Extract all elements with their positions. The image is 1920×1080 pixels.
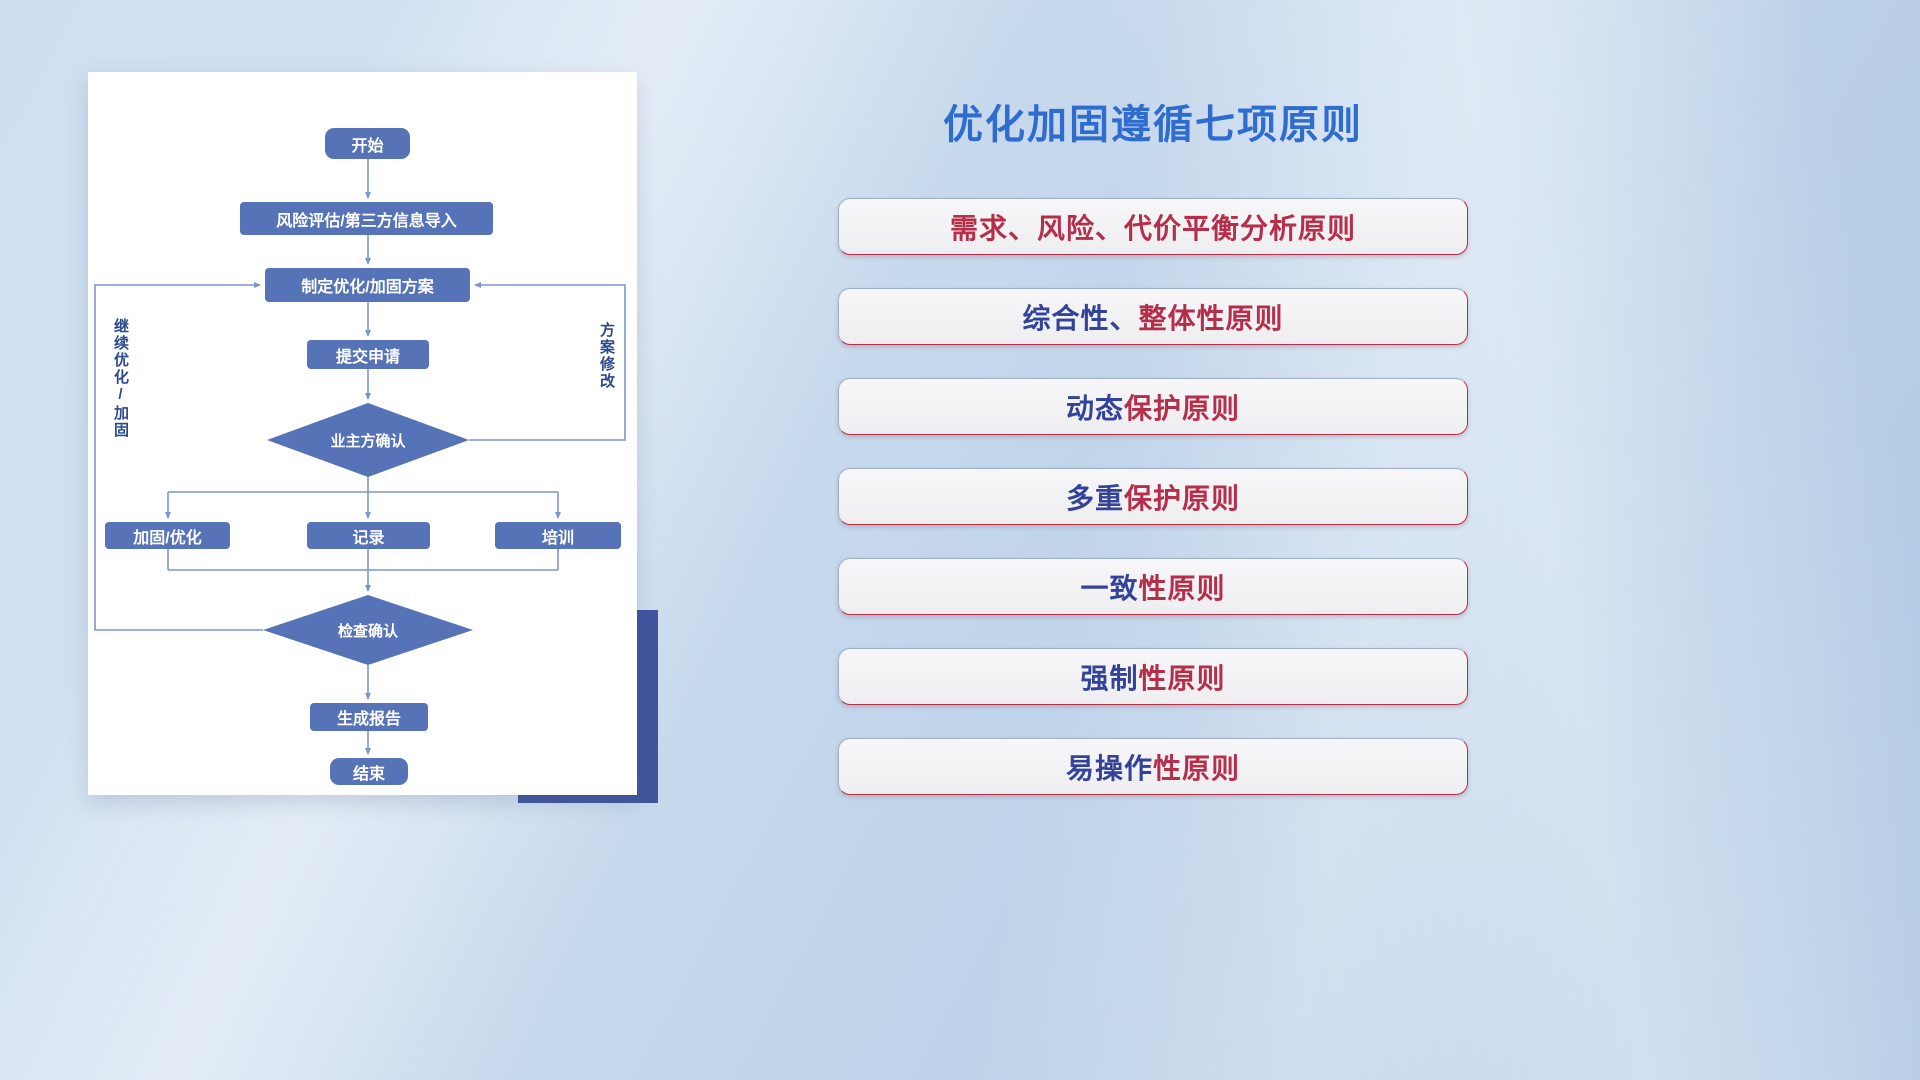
principle-text-segment: 一致 — [1080, 572, 1139, 604]
principle-text-segment: 易操作 — [1065, 752, 1153, 784]
flow-node-record: 记录 — [307, 522, 430, 549]
page-title: 优化加固遵循七项原则 — [943, 103, 1363, 147]
principle-text-segment: 综合性、 — [1022, 302, 1139, 334]
principle-text-segment: 整体性原则 — [1138, 302, 1284, 334]
principle-text-segment: 保护原则 — [1124, 482, 1241, 514]
principle-text-segment: 保护原则 — [1124, 392, 1241, 424]
principle-item: 多重保护原则 — [838, 468, 1468, 525]
principle-item: 需求、风险、代价平衡分析原则 — [838, 198, 1468, 255]
flow-node-start: 开始 — [325, 128, 410, 159]
principle-item: 易操作性原则 — [838, 738, 1468, 795]
principle-text-segment: 性原则 — [1138, 572, 1226, 604]
flow-node-make-plan: 制定优化/加固方案 — [265, 268, 470, 302]
flow-node-risk-import: 风险评估/第三方信息导入 — [240, 202, 493, 235]
flow-node-reinforce: 加固/优化 — [105, 522, 230, 549]
edge-label-plan-revise: 方案修改 — [598, 322, 615, 390]
principle-text-segment: 强制 — [1080, 662, 1139, 694]
principle-text-segment: 性原则 — [1153, 752, 1241, 784]
principle-text-segment: 需求、风险、代价平衡分析原则 — [949, 212, 1356, 244]
principle-item: 综合性、整体性原则 — [838, 288, 1468, 345]
flow-node-report: 生成报告 — [310, 703, 428, 731]
flow-node-training: 培训 — [495, 522, 621, 549]
principles-list: 需求、风险、代价平衡分析原则 综合性、整体性原则 动态保护原则 多重保护原则 一… — [838, 198, 1468, 795]
flow-node-submit: 提交申请 — [307, 340, 429, 369]
principle-item: 强制性原则 — [838, 648, 1468, 705]
principle-item: 动态保护原则 — [838, 378, 1468, 435]
flowchart-card: 开始 风险评估/第三方信息导入 制定优化/加固方案 提交申请 业主方确认 加固/… — [88, 72, 637, 795]
principle-text-segment: 多重 — [1065, 482, 1124, 514]
flow-node-end: 结束 — [330, 758, 408, 785]
principle-text-segment: 动态 — [1065, 392, 1124, 424]
edge-label-continue-optimize: 继续优化/加固 — [112, 318, 129, 439]
flow-connectors — [94, 159, 626, 755]
principle-item: 一致性原则 — [838, 558, 1468, 615]
principle-text-segment: 性原则 — [1138, 662, 1226, 694]
